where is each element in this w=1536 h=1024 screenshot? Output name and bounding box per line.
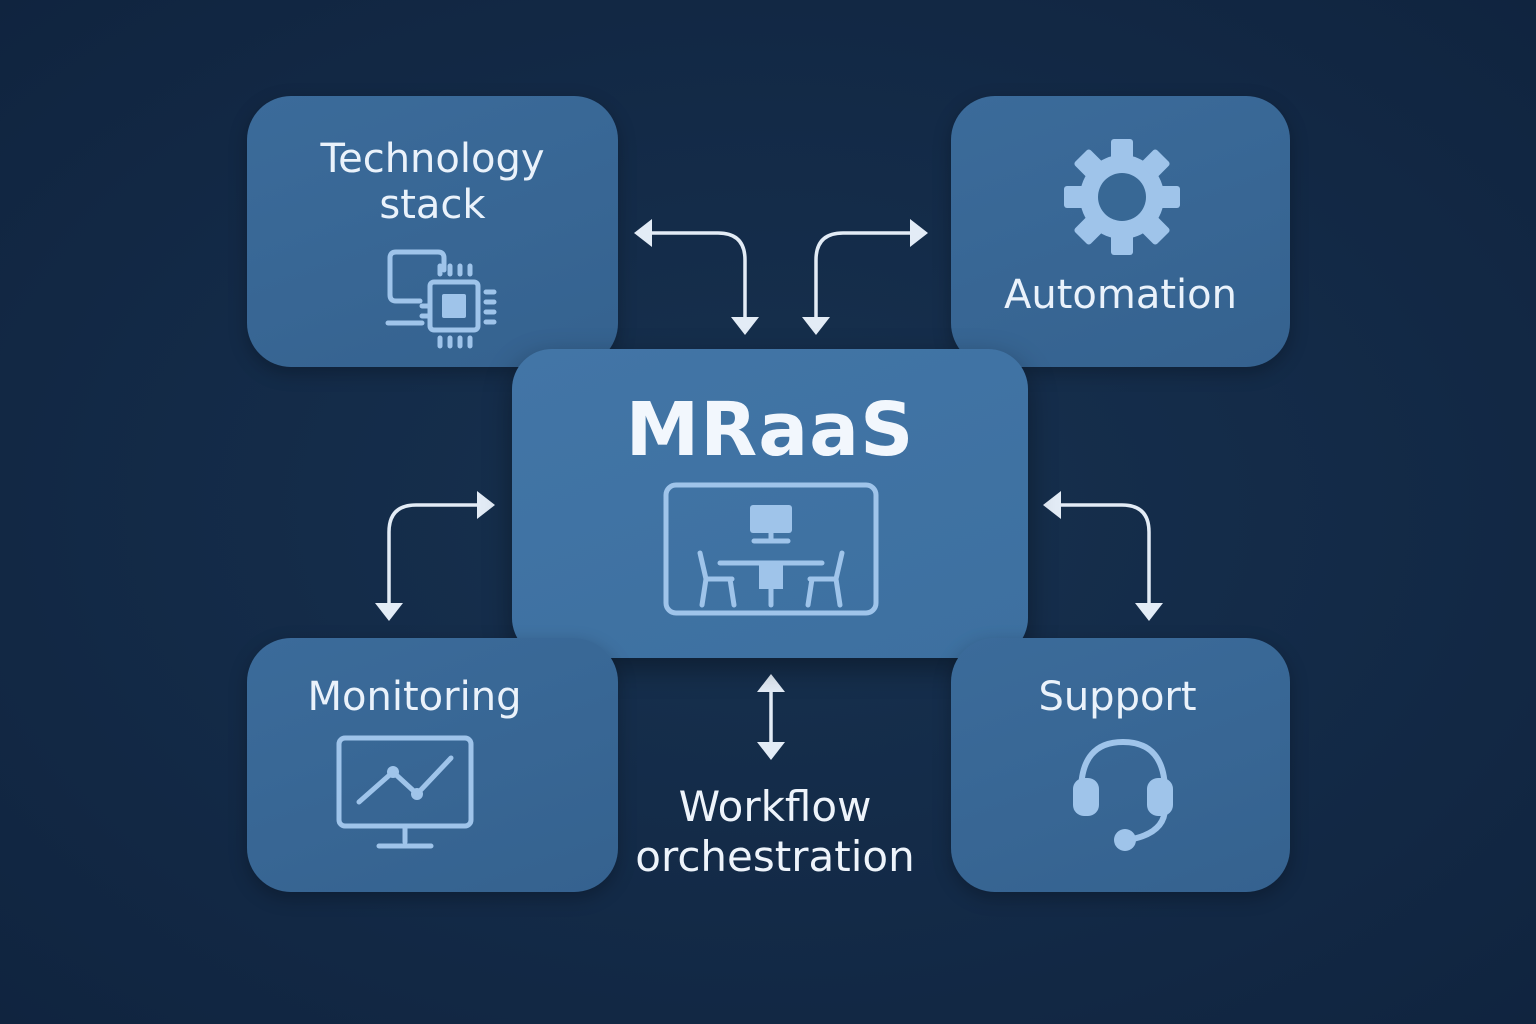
arrow-center-support <box>1058 503 1151 606</box>
arrowhead-sup-left <box>1043 491 1061 519</box>
workflow-label-line1: Workflow <box>678 782 872 831</box>
arrowhead-auto-down <box>802 317 830 335</box>
arrow-tech-center <box>648 231 747 322</box>
gear-icon <box>1064 139 1180 255</box>
meeting-room-icon <box>663 482 879 616</box>
monitoring-title: Monitoring <box>307 674 522 720</box>
support-card: Support <box>951 638 1290 892</box>
computer-chip-icon <box>385 249 497 349</box>
mraas-title: MRaaS <box>625 387 915 473</box>
monitoring-card: Monitoring <box>247 638 618 892</box>
arrowhead-sup-down <box>1135 603 1163 621</box>
arrow-center-automation <box>814 231 914 322</box>
workflow-label-line2: orchestration <box>635 831 915 881</box>
support-title: Support <box>1038 674 1197 720</box>
workflow-orchestration-label: Workflow orchestration <box>600 782 950 881</box>
automation-card: Automation <box>951 96 1290 367</box>
arrowhead-tech-left <box>634 219 652 247</box>
monitor-chart-icon <box>336 735 474 849</box>
arrowhead-mon-down <box>375 603 403 621</box>
automation-title: Automation <box>1004 272 1237 318</box>
arrowhead-auto-right <box>910 219 928 247</box>
technology-stack-card: Technology stack <box>247 96 618 367</box>
headset-icon <box>1073 738 1173 851</box>
arrowhead-mon-right <box>477 491 495 519</box>
arrowhead-tech-down <box>731 317 759 335</box>
arrow-center-monitoring <box>387 503 480 606</box>
arrowhead-wf-up <box>757 674 785 692</box>
mraas-center-card: MRaaS <box>512 349 1028 658</box>
technology-stack-title: Technology stack <box>247 136 618 228</box>
technology-stack-label-line2: stack <box>379 182 486 228</box>
arrowhead-wf-down <box>757 742 785 760</box>
technology-stack-label-line1: Technology <box>320 136 545 182</box>
